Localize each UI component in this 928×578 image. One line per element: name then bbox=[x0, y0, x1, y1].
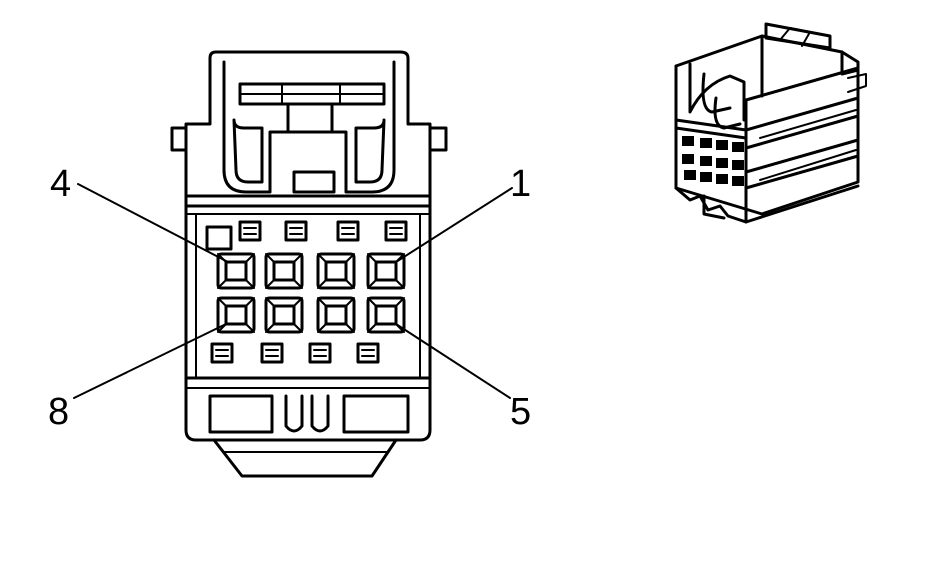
cavity-row-2 bbox=[216, 296, 406, 334]
cavity-pin-8 bbox=[216, 296, 256, 334]
connector-left-ear bbox=[170, 126, 188, 152]
latch-window-left bbox=[232, 118, 264, 184]
pin-callouts: 4 1 8 5 bbox=[48, 163, 531, 433]
latch-housing-outline bbox=[184, 50, 432, 198]
terminal-locks-bottom bbox=[210, 342, 380, 364]
latch-tongue bbox=[286, 102, 334, 134]
cavity-pin-7 bbox=[264, 296, 304, 334]
terminal-lock bbox=[210, 342, 234, 364]
cavity-pin-1 bbox=[366, 252, 406, 290]
cavity-pin-2 bbox=[316, 252, 356, 290]
terminal-lock bbox=[336, 220, 360, 242]
connector-nose bbox=[212, 438, 398, 478]
connector-body-outline bbox=[184, 194, 432, 442]
pin-label-4: 4 bbox=[50, 163, 71, 205]
connector-right-ear bbox=[428, 126, 448, 152]
bottom-skirt-slot-2 bbox=[310, 394, 330, 433]
connector-front-view bbox=[170, 50, 448, 478]
latch-release-tab bbox=[292, 170, 336, 194]
terminal-lock bbox=[238, 220, 262, 242]
pin-label-1: 1 bbox=[510, 163, 531, 205]
terminal-lock bbox=[260, 342, 284, 364]
bottom-skirt-slot-1 bbox=[284, 394, 304, 433]
terminal-lock bbox=[384, 220, 408, 242]
leader-line-pin-8 bbox=[73, 323, 227, 399]
pin-label-5: 5 bbox=[510, 391, 531, 433]
cavity-pin-6 bbox=[316, 296, 356, 334]
terminal-locks-top bbox=[238, 220, 408, 242]
terminal-lock bbox=[308, 342, 332, 364]
pin-label-8: 8 bbox=[48, 391, 69, 433]
leader-line-pin-1 bbox=[395, 187, 513, 263]
terminal-lock bbox=[356, 342, 380, 364]
bottom-skirt-right bbox=[342, 394, 410, 434]
bottom-skirt-left bbox=[208, 394, 274, 434]
orientation-square bbox=[205, 225, 233, 251]
latch-window-right bbox=[354, 118, 386, 184]
terminal-lock bbox=[284, 220, 308, 242]
cavity-pin-5 bbox=[366, 296, 406, 334]
leader-line-pin-4 bbox=[77, 183, 229, 263]
leader-line-pin-5 bbox=[395, 323, 511, 399]
cavity-pin-3 bbox=[264, 252, 304, 290]
connector-isometric-view bbox=[674, 22, 867, 224]
cavity-row-1 bbox=[216, 252, 406, 290]
